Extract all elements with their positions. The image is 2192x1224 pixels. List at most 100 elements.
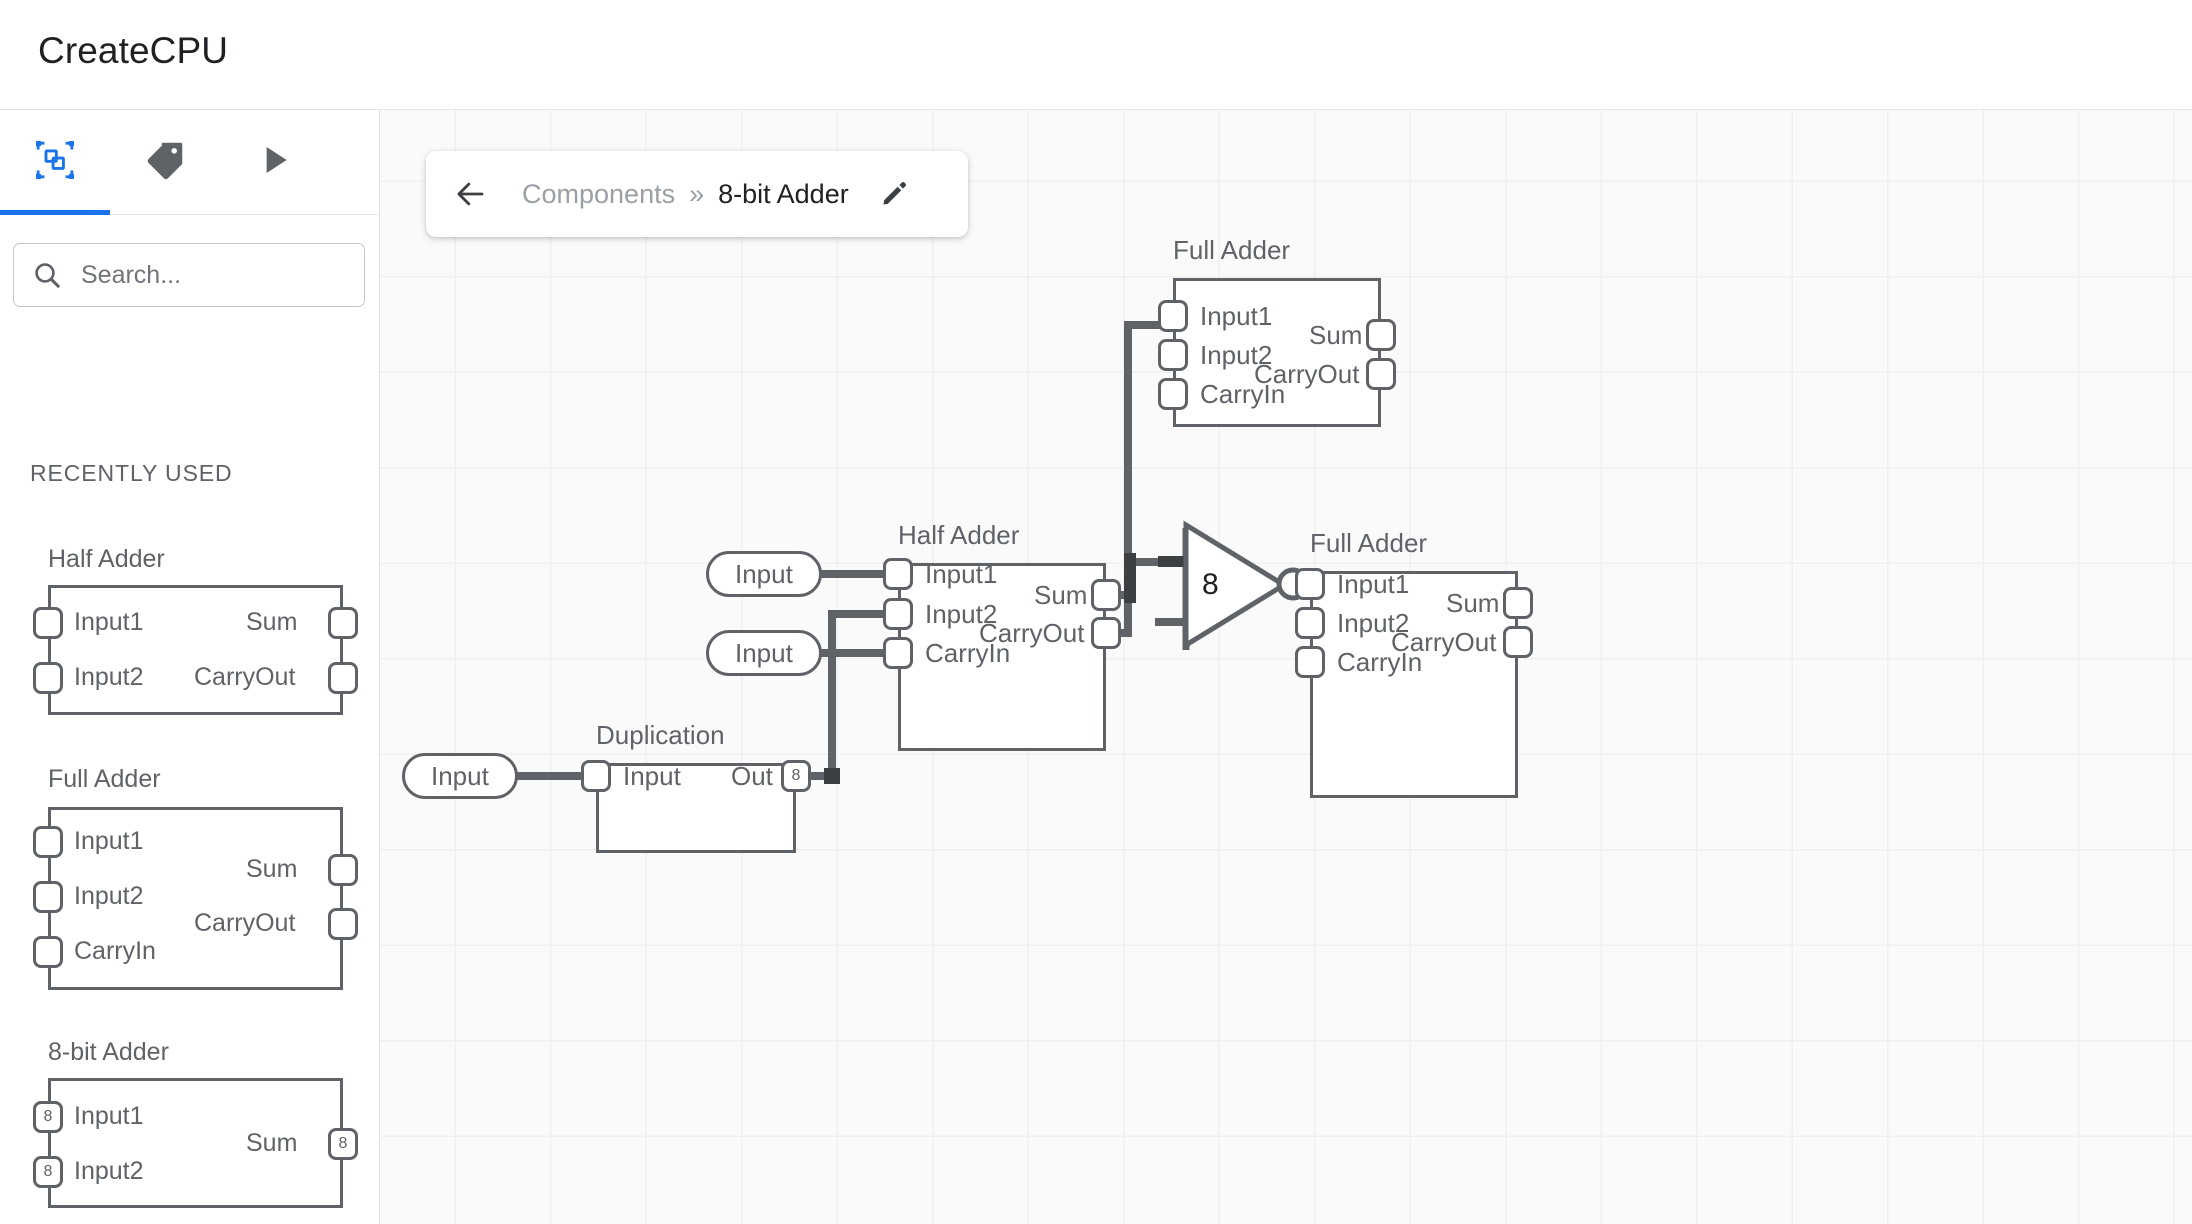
wire-junction	[824, 768, 840, 784]
port-label: Input2	[925, 599, 998, 629]
wire-junctions	[824, 553, 1192, 784]
port-input[interactable]	[33, 936, 63, 968]
port-label: CarryOut	[979, 618, 1085, 648]
search-input[interactable]	[79, 259, 329, 291]
pencil-icon[interactable]	[879, 179, 909, 209]
port-output[interactable]	[1091, 617, 1121, 649]
tab-components[interactable]	[0, 110, 110, 215]
tab-run[interactable]	[220, 110, 330, 214]
port-label: Sum	[246, 855, 298, 883]
port-label: CarryIn	[925, 638, 1011, 668]
port-input[interactable]	[1158, 300, 1188, 332]
port-label: CarryIn	[1337, 647, 1423, 677]
port-label: Sum	[246, 608, 298, 636]
port-label: Sum	[1034, 580, 1088, 610]
schematic-canvas[interactable]: Components » 8-bit Adder Full Adder Inpu…	[380, 110, 2192, 1224]
port-label: Input2	[74, 882, 144, 910]
port-input[interactable]	[883, 558, 913, 590]
port-label: Input2	[74, 1157, 144, 1185]
port-input[interactable]	[33, 881, 63, 913]
port-input[interactable]: 8	[33, 1101, 63, 1133]
port-output[interactable]	[328, 854, 358, 886]
component-name: Half Adder	[48, 545, 165, 573]
sidebar-scrollbar-track[interactable]	[360, 443, 374, 1003]
port-label: Sum	[1309, 320, 1363, 350]
tab-labels[interactable]	[110, 110, 220, 214]
port-label: CarryOut	[1254, 359, 1360, 389]
node-body[interactable]	[596, 763, 796, 853]
port-input[interactable]	[1158, 339, 1188, 371]
port-label: CarryOut	[194, 909, 296, 937]
breadcrumb: Components » 8-bit Adder	[426, 151, 968, 237]
sidebar: RECENTLY USED PRIMITIVES Half Adder Inpu…	[0, 110, 380, 1224]
port-input[interactable]	[883, 637, 913, 669]
port-input[interactable]	[33, 826, 63, 858]
node-body[interactable]	[1310, 571, 1518, 798]
node-title: Full Adder	[1310, 528, 1428, 558]
arrow-left-icon[interactable]	[452, 176, 488, 212]
breadcrumb-parent[interactable]: Components	[522, 178, 676, 209]
node-title: Half Adder	[898, 520, 1020, 550]
port-label: Input1	[74, 1102, 144, 1130]
port-input[interactable]	[1295, 607, 1325, 639]
port-label: Input2	[1337, 608, 1410, 638]
port-label: Sum	[246, 1129, 298, 1157]
port-input[interactable]	[1158, 378, 1188, 410]
play-icon	[255, 140, 295, 185]
port-label: Input2	[74, 663, 144, 691]
port-label: Input1	[925, 559, 998, 589]
breadcrumb-separator: »	[689, 178, 705, 209]
group-label-recently-used: RECENTLY USED	[30, 460, 233, 486]
port-output[interactable]	[1366, 358, 1396, 390]
input-pill[interactable]: Input	[706, 551, 822, 597]
node-title: Duplication	[596, 720, 725, 750]
search-box[interactable]	[13, 243, 365, 307]
node-title: Full Adder	[1173, 235, 1291, 265]
port-label: Input1	[74, 827, 144, 855]
port-label: CarryOut	[1391, 627, 1497, 657]
port-label: Input1	[1200, 301, 1273, 331]
port-label: Input1	[74, 608, 144, 636]
title-bar: CreateCPU	[0, 0, 2192, 110]
port-label: CarryIn	[74, 937, 156, 965]
port-label: Input2	[1200, 340, 1273, 370]
port-output[interactable]	[328, 908, 358, 940]
wire	[803, 610, 905, 780]
port-output[interactable]	[1503, 626, 1533, 658]
port-input[interactable]	[33, 662, 63, 694]
tag-icon	[142, 137, 188, 188]
input-pill[interactable]: Input	[402, 753, 518, 799]
port-label: Out	[731, 761, 773, 791]
wire-junction	[1158, 556, 1192, 567]
port-output[interactable]: 8	[781, 760, 811, 792]
port-output[interactable]	[328, 607, 358, 639]
port-output[interactable]: 8	[328, 1128, 358, 1160]
port-label: CarryOut	[194, 663, 296, 691]
port-label: Input	[623, 761, 681, 791]
port-input[interactable]	[33, 607, 63, 639]
components-icon	[32, 137, 78, 188]
input-pill[interactable]: Input	[706, 630, 822, 676]
search-icon	[31, 259, 63, 291]
port-input[interactable]	[1295, 568, 1325, 600]
sidebar-tab-bar	[0, 110, 379, 215]
port-output[interactable]	[1366, 319, 1396, 351]
breadcrumb-current: 8-bit Adder	[718, 178, 849, 209]
port-label: Sum	[1446, 588, 1500, 618]
node-body[interactable]	[1173, 278, 1381, 427]
component-body	[48, 585, 343, 715]
app-title: CreateCPU	[38, 30, 229, 71]
component-name: Full Adder	[48, 765, 161, 793]
port-input[interactable]	[581, 760, 611, 792]
port-label: CarryIn	[1200, 379, 1286, 409]
component-body	[48, 1078, 343, 1208]
port-output[interactable]	[1503, 587, 1533, 619]
port-output[interactable]	[328, 662, 358, 694]
merge-gate-label: 8	[1202, 568, 1219, 601]
port-input[interactable]	[883, 598, 913, 630]
wire-junction	[1124, 553, 1136, 603]
port-input[interactable]	[1295, 646, 1325, 678]
port-output[interactable]	[1091, 579, 1121, 611]
port-input[interactable]: 8	[33, 1156, 63, 1188]
